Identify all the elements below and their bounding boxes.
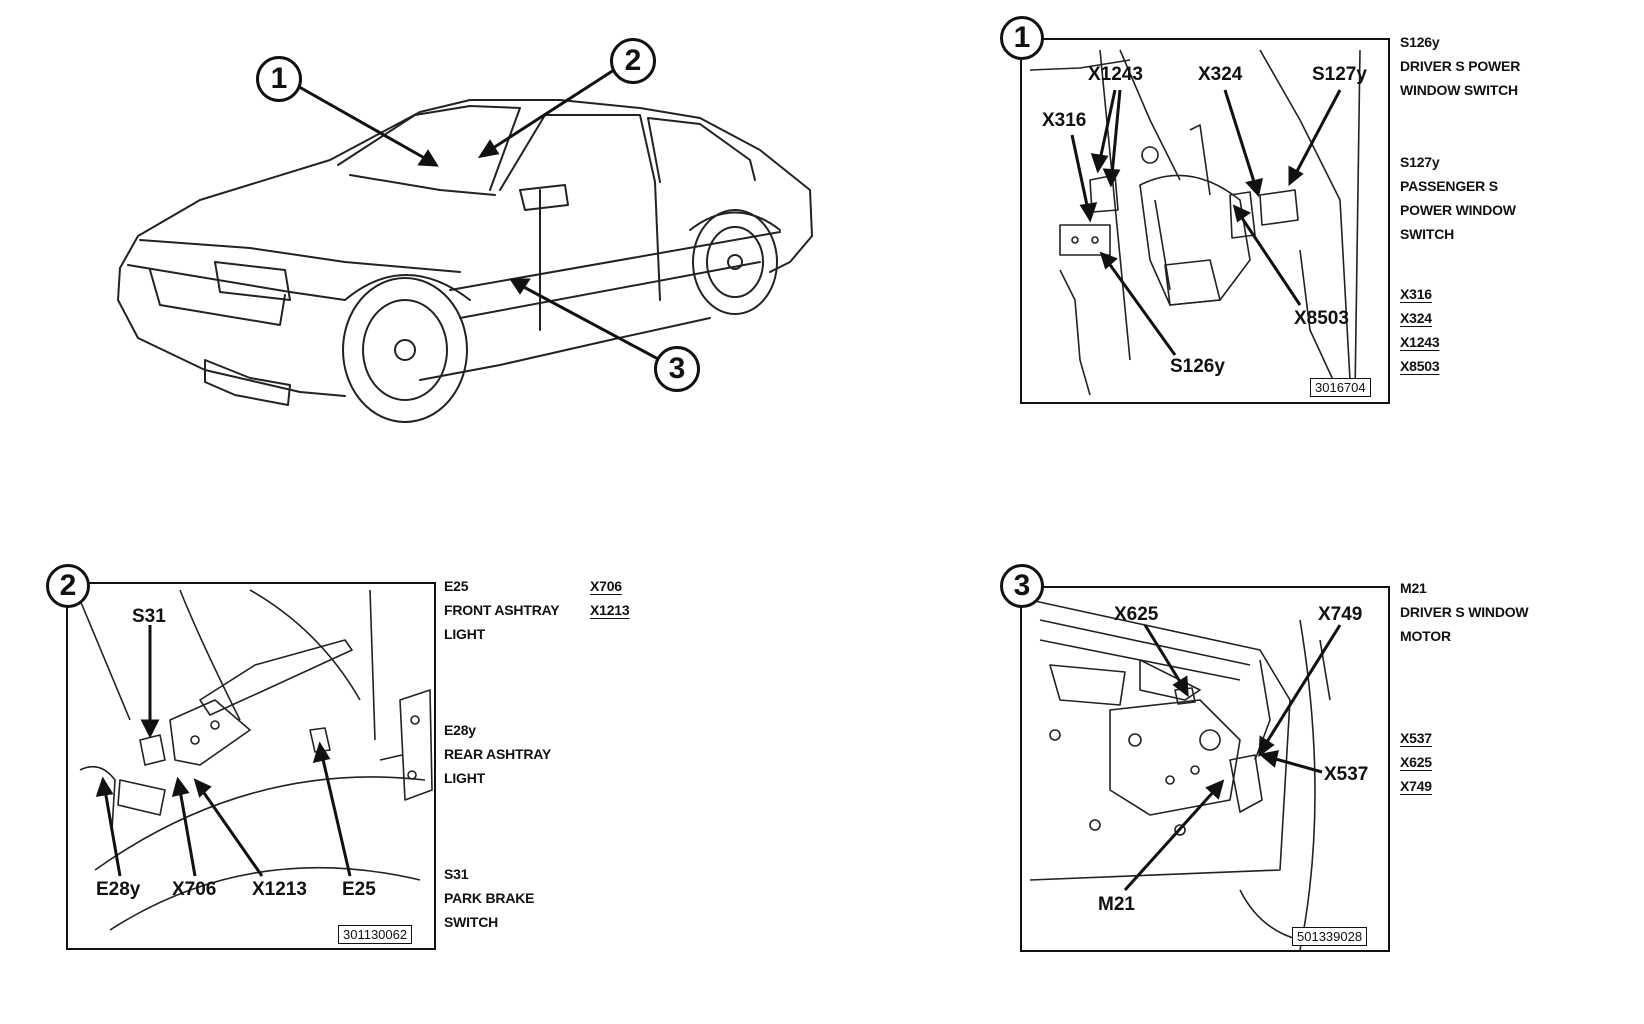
panel-1-label-s126y: S126y bbox=[1170, 356, 1225, 377]
panel-2-label-x1213: X1213 bbox=[252, 879, 307, 900]
panel-1-frame bbox=[1020, 38, 1390, 404]
overview-callout-1-label: 1 bbox=[270, 62, 288, 95]
panel-1-legend-connector: X324 bbox=[1400, 310, 1432, 326]
panel-1-figure-code: 3016704 bbox=[1310, 378, 1371, 397]
overview-callout-3-label: 3 bbox=[668, 352, 686, 385]
panel-1-legend-s127y-code: S127y bbox=[1400, 154, 1440, 170]
panel-3-label-m21: M21 bbox=[1098, 894, 1135, 915]
panel-1-legend-connector: X8503 bbox=[1400, 358, 1440, 374]
overview-callout-1[interactable]: 1 bbox=[256, 56, 302, 102]
panel-1-label-x1243: X1243 bbox=[1088, 64, 1143, 85]
panel-3-label-x625: X625 bbox=[1114, 604, 1159, 625]
panel-2-figure-code: 301130062 bbox=[338, 925, 413, 944]
panel-3-figure-code: 501339028 bbox=[1292, 927, 1368, 946]
panel-3-legend-m21-code: M21 bbox=[1400, 580, 1427, 596]
panel-3-legend-m21-desc-1: DRIVER S WINDOW bbox=[1400, 604, 1529, 620]
panel-2-legend-e25-code: E25 bbox=[444, 578, 469, 594]
panel-3-legend-connector: X537 bbox=[1400, 730, 1432, 746]
panel-1-label-x8503: X8503 bbox=[1294, 308, 1349, 329]
overview-callout-2[interactable]: 2 bbox=[610, 38, 656, 84]
panel-2-legend-e28y-desc-1: REAR ASHTRAY bbox=[444, 746, 552, 762]
panel-2-label-e28y: E28y bbox=[96, 879, 141, 900]
panel-1-legend-s126y-desc-1: DRIVER S POWER bbox=[1400, 58, 1521, 74]
panel-3-frame bbox=[1020, 586, 1390, 952]
panel-1-legend-connector: X1243 bbox=[1400, 334, 1440, 350]
panel-2-label-e25: E25 bbox=[342, 879, 376, 900]
panel-1-label-x316: X316 bbox=[1042, 110, 1086, 131]
panel-2-label-s31: S31 bbox=[132, 606, 166, 627]
panel-2-legend-connector: X706 bbox=[590, 578, 622, 594]
panel-1-legend: S126y DRIVER S POWER WINDOW SWITCH S127y… bbox=[1400, 30, 1520, 378]
panel-3-legend: M21 DRIVER S WINDOW MOTOR X537 X625 X749 bbox=[1400, 576, 1529, 798]
panel-3-label-x537: X537 bbox=[1324, 764, 1368, 785]
panel-2-callout: 2 bbox=[46, 564, 90, 608]
panel-1-legend-s127y-desc-1: PASSENGER S bbox=[1400, 178, 1498, 194]
panel-1-legend-s126y-code: S126y bbox=[1400, 34, 1440, 50]
panel-2-legend-e25-desc-2: LIGHT bbox=[444, 626, 485, 642]
panel-2-legend-connector: X1213 bbox=[590, 602, 630, 618]
panel-2-frame bbox=[66, 582, 436, 950]
panel-2-legend-s31-desc-2: SWITCH bbox=[444, 914, 499, 930]
panel-3-label-x749: X749 bbox=[1318, 604, 1362, 625]
panel-2-legend-e28y-code: E28y bbox=[444, 722, 476, 738]
panel-2-label-x706: X706 bbox=[172, 879, 216, 900]
panel-2-legend-s31-desc-1: PARK BRAKE bbox=[444, 890, 535, 906]
panel-2-legend-s31-code: S31 bbox=[444, 866, 469, 882]
panel-3-legend-connector: X625 bbox=[1400, 754, 1432, 770]
panel-2-legend-e25-desc-1: FRONT ASHTRAY bbox=[444, 602, 560, 618]
panel-1-legend-s127y-desc-3: SWITCH bbox=[1400, 226, 1455, 242]
panel-2-legend: E25 FRONT ASHTRAY LIGHT E28y REAR ASHTRA… bbox=[444, 574, 560, 934]
panel-1-callout-label: 1 bbox=[1013, 21, 1031, 54]
panel-3-legend-connector: X749 bbox=[1400, 778, 1432, 794]
panel-1-legend-connector: X316 bbox=[1400, 286, 1432, 302]
panel-3-callout: 3 bbox=[1000, 564, 1044, 608]
overview-callout-3[interactable]: 3 bbox=[654, 346, 700, 392]
panel-2-legend-e28y-desc-2: LIGHT bbox=[444, 770, 485, 786]
panel-1-label-x324: X324 bbox=[1198, 64, 1243, 85]
panel-2-connector-list: X706 X1213 bbox=[590, 574, 630, 622]
overview-callout-2-label: 2 bbox=[624, 44, 642, 77]
panel-3-callout-label: 3 bbox=[1013, 569, 1031, 602]
panel-2-callout-label: 2 bbox=[59, 569, 77, 602]
panel-1-legend-s126y-desc-2: WINDOW SWITCH bbox=[1400, 82, 1518, 98]
panel-1-legend-s127y-desc-2: POWER WINDOW bbox=[1400, 202, 1516, 218]
panel-1-label-s127y: S127y bbox=[1312, 64, 1367, 85]
panel-3-legend-m21-desc-2: MOTOR bbox=[1400, 628, 1451, 644]
panel-1-callout: 1 bbox=[1000, 16, 1044, 60]
